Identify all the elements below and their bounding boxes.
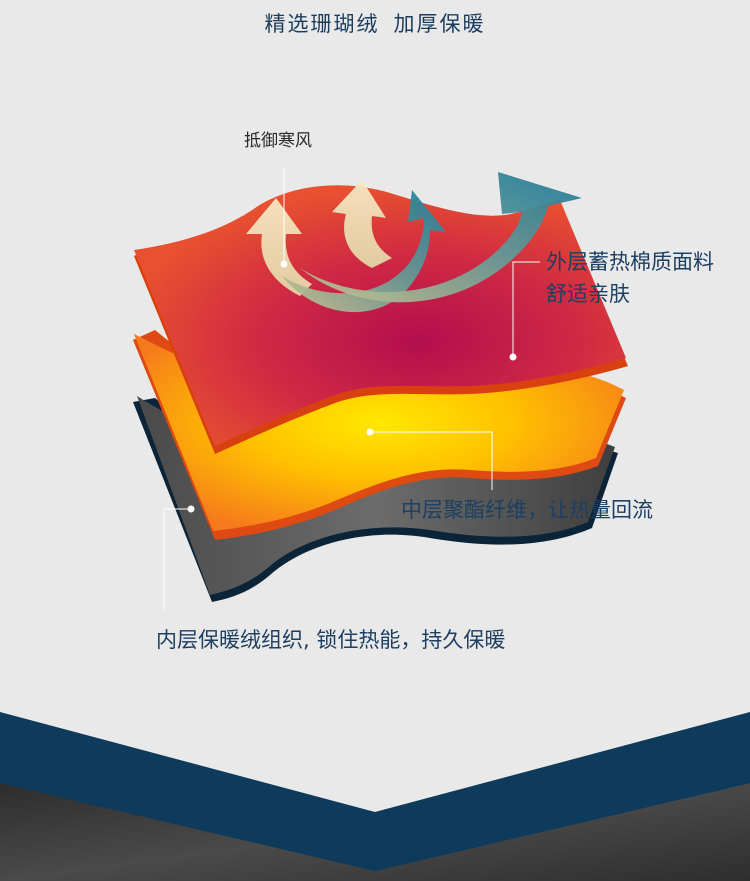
page-title: 精选珊瑚绒加厚保暖 [0,8,750,38]
outer-layer-callout-line2: 舒适亲肤 [546,282,630,306]
outer-layer-callout-line1: 外层蓄热棉质面料 [546,250,714,274]
wind-callout: 抵御寒风 [244,131,312,151]
title-left: 精选珊瑚绒 [264,12,380,36]
inner-layer-callout: 内层保暖绒组织, 锁住热能，持久保暖 [156,628,506,652]
callout-lines [163,167,540,610]
title-right: 加厚保暖 [393,12,486,36]
callout-dots [187,260,517,513]
middle-layer-callout: 中层聚酯纤维，让热量回流 [401,498,653,522]
outer-layer-callout: 外层蓄热棉质面料 舒适亲肤 [546,246,714,310]
bottom-banner [0,712,750,881]
wind-arrows-illustration [246,172,582,313]
